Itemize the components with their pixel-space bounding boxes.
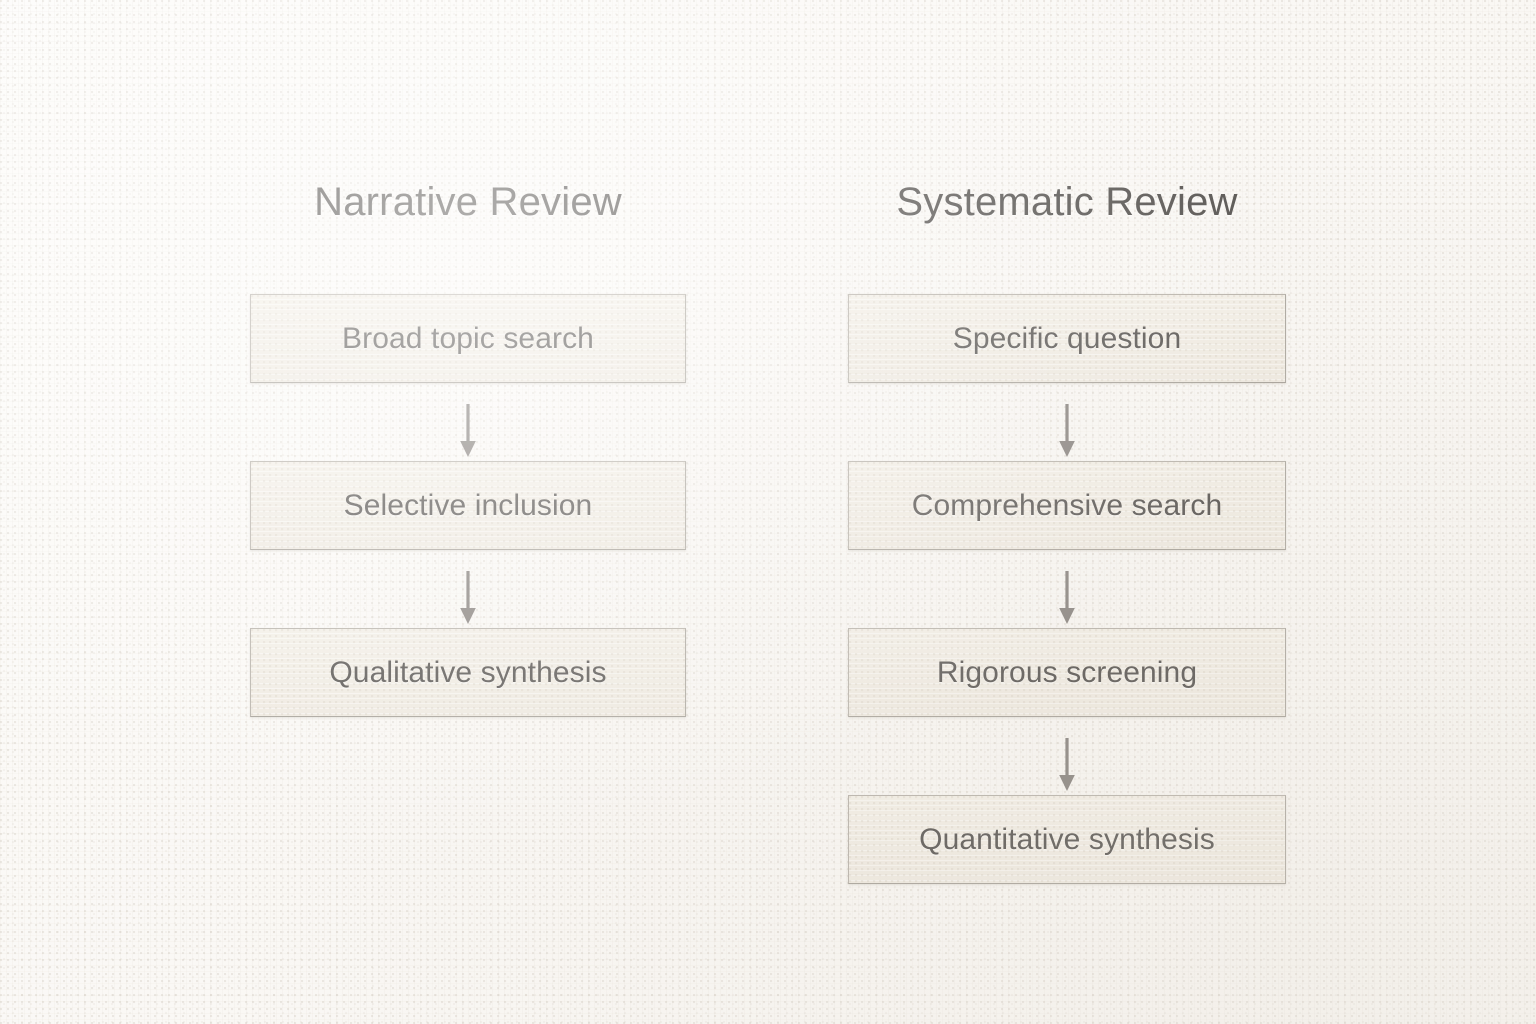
flow-box-label: Quantitative synthesis <box>919 822 1215 856</box>
flow-box-label: Qualitative synthesis <box>329 655 607 689</box>
flow-box-label: Comprehensive search <box>911 488 1223 522</box>
down-arrow-icon <box>455 569 481 631</box>
down-arrow-icon <box>1054 402 1080 464</box>
down-arrow-icon <box>1054 569 1080 631</box>
flow-box-selective-inclusion: Selective inclusion <box>250 461 686 550</box>
flow-box-broad-topic-search: Broad topic search <box>250 294 686 383</box>
down-arrow-icon <box>1054 736 1080 798</box>
flow-box-comprehensive-search: Comprehensive search <box>848 461 1286 550</box>
flow-box-label: Selective inclusion <box>343 488 593 522</box>
flow-box-rigorous-screening: Rigorous screening <box>848 628 1286 717</box>
flow-box-label: Rigorous screening <box>936 655 1198 689</box>
flow-box-label: Broad topic search <box>342 321 594 355</box>
column-title-systematic-review: Systematic Review <box>896 180 1238 224</box>
flow-box-qualitative-synthesis: Qualitative synthesis <box>250 628 686 717</box>
column-title-narrative-review: Narrative Review <box>314 180 622 224</box>
down-arrow-icon <box>455 402 481 464</box>
flow-box-quantitative-synthesis: Quantitative synthesis <box>848 795 1286 884</box>
flow-box-label: Specific question <box>952 321 1182 355</box>
flow-box-specific-question: Specific question <box>848 294 1286 383</box>
